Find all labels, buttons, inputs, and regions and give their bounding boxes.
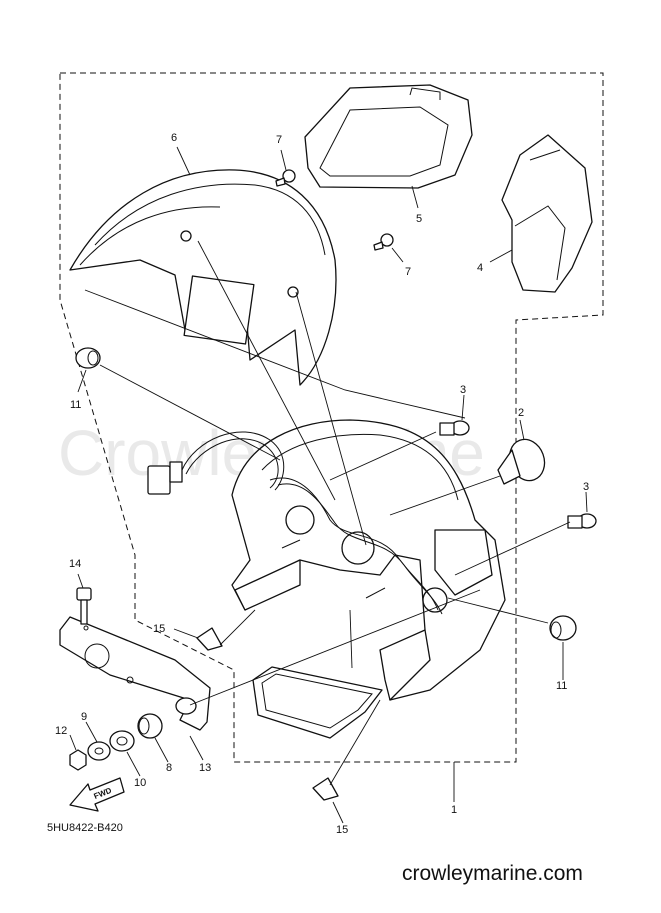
assembly-boundary: [59, 72, 604, 763]
nut-12: [69, 749, 87, 771]
bulb-3-top: [439, 420, 470, 436]
drawing-code: 5HU8422-B420: [47, 822, 123, 834]
bulb-2: [497, 438, 546, 485]
callout-13: 13: [199, 762, 211, 774]
bracket: [59, 616, 211, 731]
clip-15-upper: [196, 627, 223, 651]
bolt-14: [76, 587, 92, 625]
forward-arrow: FWD: [69, 777, 125, 812]
callout-15-upper: 15: [153, 623, 165, 635]
inner-cover: [304, 84, 473, 189]
upper-cover: [69, 169, 337, 386]
grommet-11-left: [75, 347, 101, 369]
callout-3-right: 3: [583, 481, 589, 493]
leader-lines: [69, 146, 588, 824]
lens: [252, 666, 383, 739]
callout-6: 6: [171, 132, 177, 144]
website-label: crowleymarine.com: [402, 862, 583, 885]
callout-11-right: 11: [556, 680, 567, 692]
side-cover: [501, 134, 593, 293]
callout-7-top: 7: [276, 134, 282, 146]
bulb-3-right: [567, 513, 597, 529]
callout-12: 12: [55, 725, 67, 737]
callout-7-right: 7: [405, 266, 411, 278]
screw-7-top: [275, 169, 296, 187]
grommet-8: [137, 713, 163, 739]
callout-15-lower: 15: [336, 824, 348, 836]
clip-15-lower: [312, 777, 339, 801]
grommet-11-right: [549, 615, 577, 641]
callouts: 6 7 5 4 7 11 3 2 3 11 14 15 9 12 10 8 13…: [55, 132, 589, 836]
callout-4: 4: [477, 262, 483, 274]
screw-7-right: [373, 233, 394, 251]
wiring-harness: [147, 431, 285, 495]
callout-1: 1: [451, 804, 457, 816]
tail-light-housing: [231, 419, 506, 701]
callout-9: 9: [81, 711, 87, 723]
callout-3-top: 3: [460, 384, 466, 396]
washer-9: [87, 741, 111, 761]
callout-8: 8: [166, 762, 172, 774]
callout-11-left: 11: [70, 399, 81, 411]
callout-2: 2: [518, 407, 524, 419]
washer-10: [109, 730, 135, 752]
callout-5: 5: [416, 213, 422, 225]
callout-10: 10: [134, 777, 146, 789]
callout-14: 14: [69, 558, 81, 570]
